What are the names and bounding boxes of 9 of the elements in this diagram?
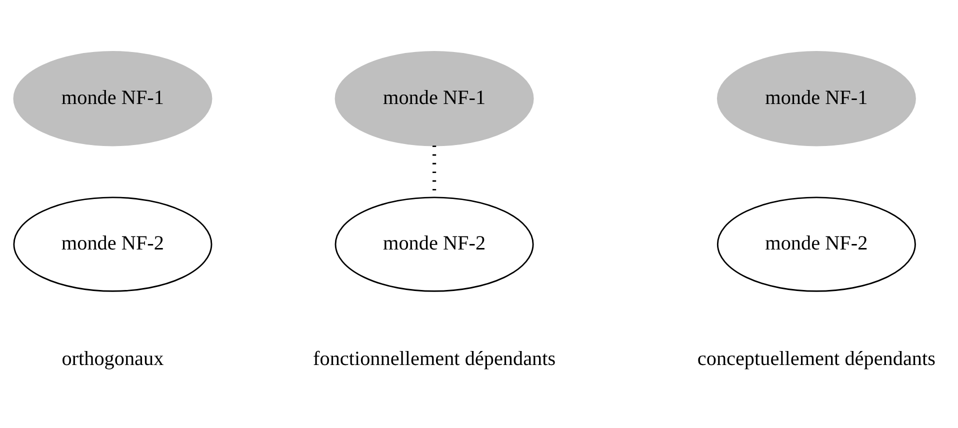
label: conceptuellement dépendants bbox=[697, 348, 936, 370]
node-ellipse: monde NF-1 bbox=[334, 51, 534, 146]
node-ellipse: monde NF-2 bbox=[334, 196, 534, 292]
label: orthogonaux bbox=[62, 348, 164, 370]
node-ellipse: monde NF-1 bbox=[716, 51, 916, 146]
node-ellipse: monde NF-2 bbox=[716, 196, 916, 292]
node-ellipse: monde NF-2 bbox=[13, 196, 212, 292]
label: fonctionnellement dépendants bbox=[313, 348, 556, 370]
node-ellipse: monde NF-1 bbox=[13, 51, 212, 146]
